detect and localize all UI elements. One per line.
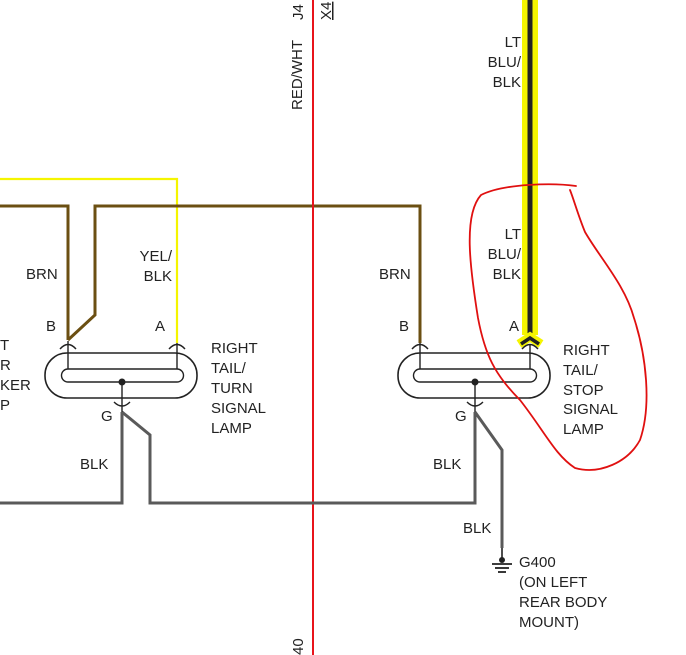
lamp-turn-line5: LAMP	[211, 420, 252, 437]
lamp-turn-line2: TAIL/	[211, 360, 247, 377]
lamp-turn-line1: RIGHT	[211, 340, 258, 357]
wire-blk-left-label: BLK	[80, 456, 108, 473]
wire-lt-blu-blk-mid-line2: BLU/	[488, 246, 522, 263]
wire-blk-ground	[473, 411, 504, 548]
lamp-right-tail-turn	[44, 341, 198, 412]
pin-b-left: B	[46, 318, 56, 335]
wire-blk-right-label: BLK	[433, 456, 461, 473]
wire-blk-ground-label: BLK	[463, 520, 491, 537]
wire-brn-left-a	[0, 204, 70, 340]
lamp-stop-line1: RIGHT	[563, 342, 610, 359]
lamp-stop-line4: SIGNAL	[563, 401, 618, 418]
lamp-stop-line3: STOP	[563, 382, 604, 399]
wire-lt-blu-blk-top-line1: LT	[505, 34, 521, 51]
lamp-stop-line2: TAIL/	[563, 362, 599, 379]
lamp-stop-line5: LAMP	[563, 421, 604, 438]
lamp-right-tail-stop	[397, 343, 551, 412]
wire-lt-blu-blk-mid-line1: LT	[505, 226, 521, 243]
wire-blk-left	[0, 412, 124, 505]
pin-a-right: A	[509, 318, 519, 335]
ground-symbol-icon	[492, 548, 512, 573]
connector-bottom-label: 40	[290, 638, 307, 655]
lamp-turn-line3: TURN	[211, 380, 253, 397]
ground-id: G400	[519, 554, 556, 571]
wire-lt-blu-blk-top-line3: BLK	[493, 74, 521, 91]
pin-a-marker	[520, 335, 540, 346]
wire-red-wht-label: RED/WHT	[289, 40, 306, 110]
ground-desc-line2: REAR BODY	[519, 594, 607, 611]
pin-g-left: G	[101, 408, 113, 425]
pin-g-right: G	[455, 408, 467, 425]
wire-brn-left-label: BRN	[26, 266, 58, 283]
pin-b-right: B	[399, 318, 409, 335]
wire-blk-connect	[121, 410, 477, 505]
connector-x-label: X4	[318, 2, 335, 20]
wire-yel-blk-line2: BLK	[144, 268, 172, 285]
connector-j-label: J4	[290, 4, 307, 20]
lamp-turn-line4: SIGNAL	[211, 400, 266, 417]
ground-desc-line1: (ON LEFT	[519, 574, 587, 591]
ground-desc-line3: MOUNT)	[519, 614, 579, 631]
left-partial-line3: KER	[0, 377, 31, 394]
wire-lt-blu-blk-mid-line3: BLK	[493, 266, 521, 283]
left-partial-line2: R	[0, 357, 11, 374]
left-partial-line4: P	[0, 397, 10, 414]
wire-yel-blk-line1: YEL/	[139, 248, 172, 265]
left-partial-line1: T	[0, 337, 9, 354]
pin-a-left: A	[155, 318, 165, 335]
wire-brn-right-label: BRN	[379, 266, 411, 283]
wire-lt-blu-blk-top-line2: BLU/	[488, 54, 522, 71]
wire-yel-blk	[0, 177, 179, 343]
annotation-circle	[468, 183, 648, 471]
wire-brn-main	[66, 204, 422, 343]
